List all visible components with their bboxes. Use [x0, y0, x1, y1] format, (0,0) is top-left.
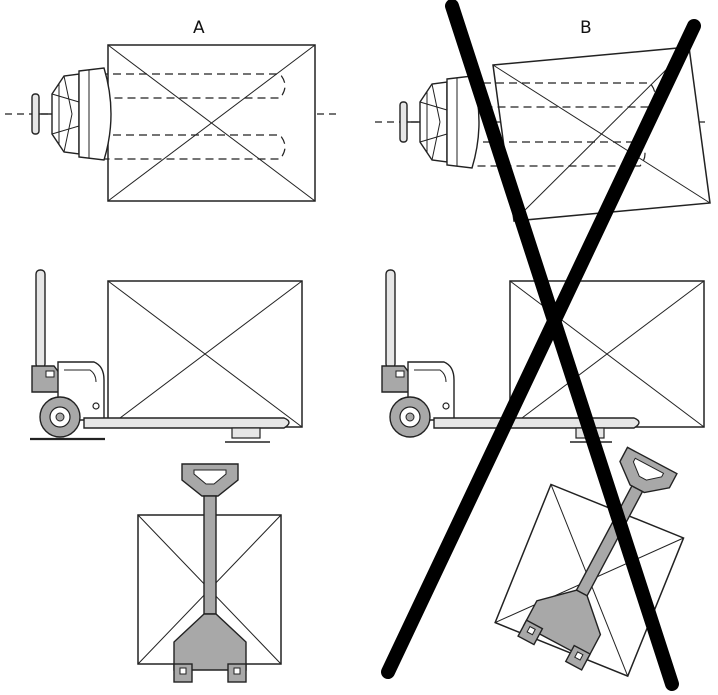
pallet-truck-top-b — [399, 75, 480, 169]
column-label-b: B — [580, 18, 592, 38]
column-label-a: A — [193, 18, 205, 38]
top-view-a — [5, 44, 338, 202]
pallet-truck-top-a — [31, 67, 112, 161]
side-view-a — [30, 269, 303, 443]
bottom-view-a — [137, 463, 282, 683]
fork-roller-a — [231, 427, 261, 439]
cross-out-icon — [381, 0, 701, 691]
top-view-b — [375, 46, 711, 222]
